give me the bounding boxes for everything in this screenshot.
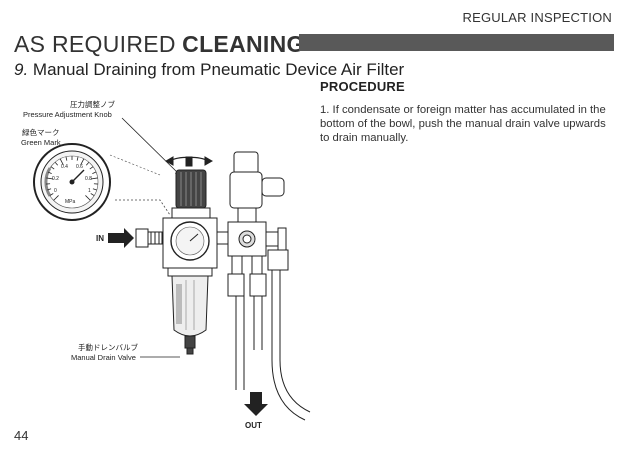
label-green-jp: 緑色マーク — [22, 127, 60, 137]
in-arrow — [108, 228, 134, 248]
gauge-tick-marks — [46, 156, 98, 201]
detail-gauge: 0 0.2 0.4 0.6 0.8 1 MPa — [33, 143, 111, 221]
gauge-needle — [71, 169, 85, 183]
gauge-unit: MPa — [65, 199, 76, 205]
gauge-tick-0: 0 — [54, 188, 57, 194]
page-title-bold: CLEANING — [182, 31, 305, 57]
section-label: REGULAR INSPECTION — [462, 10, 612, 25]
gauge-tick-mark — [76, 156, 79, 161]
gauge-leader-dashed — [115, 199, 171, 216]
gauge-tick-mark — [90, 177, 98, 180]
gauge-tick-mark — [47, 171, 52, 174]
gauge-tick-mark — [92, 188, 97, 191]
out-arrow — [244, 392, 268, 416]
page-title-light: AS REQUIRED — [14, 31, 176, 57]
gauge-tick-5: 1 — [88, 188, 91, 194]
gauge-tick-mark — [47, 188, 52, 191]
page-title: AS REQUIRED CLEANING — [14, 30, 305, 58]
title-bar — [299, 34, 614, 51]
gauge-tick-mark — [90, 193, 95, 196]
gauge-tick-mark — [53, 195, 59, 201]
inlet-fitting — [135, 228, 163, 248]
section-subtitle: 9. Manual Draining from Pneumatic Device… — [14, 60, 404, 80]
gauge-tick-2: 0.4 — [61, 164, 68, 170]
gauge-tick-mark — [59, 158, 64, 166]
label-knob-jp: 圧力調整ノブ — [70, 99, 115, 109]
gauge-tick-4: 0.8 — [85, 176, 92, 182]
gauge-tick-mark — [92, 171, 97, 174]
gauge-tick-mark — [85, 161, 90, 166]
solenoid-valve — [227, 151, 289, 297]
gauge-tick-mark — [85, 195, 91, 201]
gauge-leader-dashed-2 — [109, 154, 161, 176]
label-knob-en: Pressure Adjustment Knob — [23, 110, 112, 119]
gauge-tick-1: 0.2 — [52, 176, 59, 182]
subtitle-number: 9. — [14, 60, 29, 79]
filter-regulator — [162, 156, 218, 355]
label-green-en: Green Mark — [21, 138, 61, 147]
gauge-tick-mark — [50, 166, 55, 170]
knob-leader-line — [121, 117, 181, 176]
gauge-tick-3: 0.6 — [76, 164, 83, 170]
subtitle-text: Manual Draining from Pneumatic Device Ai… — [28, 60, 405, 79]
label-drain-jp: 手動ドレンバルブ — [78, 342, 138, 352]
gauge-tick-mark — [80, 158, 85, 166]
page-number: 44 — [14, 428, 29, 443]
gauge-tick-mark — [46, 177, 54, 180]
manual-drain-valve — [184, 335, 196, 349]
label-out: OUT — [245, 421, 262, 430]
label-in: IN — [96, 234, 104, 243]
gauge-tick-mark — [65, 156, 68, 161]
label-drain-en: Manual Drain Valve — [71, 353, 136, 362]
gauge-tick-mark — [49, 193, 54, 196]
title-row: AS REQUIRED CLEANING — [14, 30, 614, 58]
air-tubes — [235, 270, 311, 421]
procedure-step-1: 1. If condensate or foreign matter has a… — [320, 104, 606, 144]
gauge-tick-mark — [54, 161, 59, 166]
gauge-tick-mark — [89, 166, 94, 170]
procedure-heading: PROCEDURE — [320, 79, 405, 94]
